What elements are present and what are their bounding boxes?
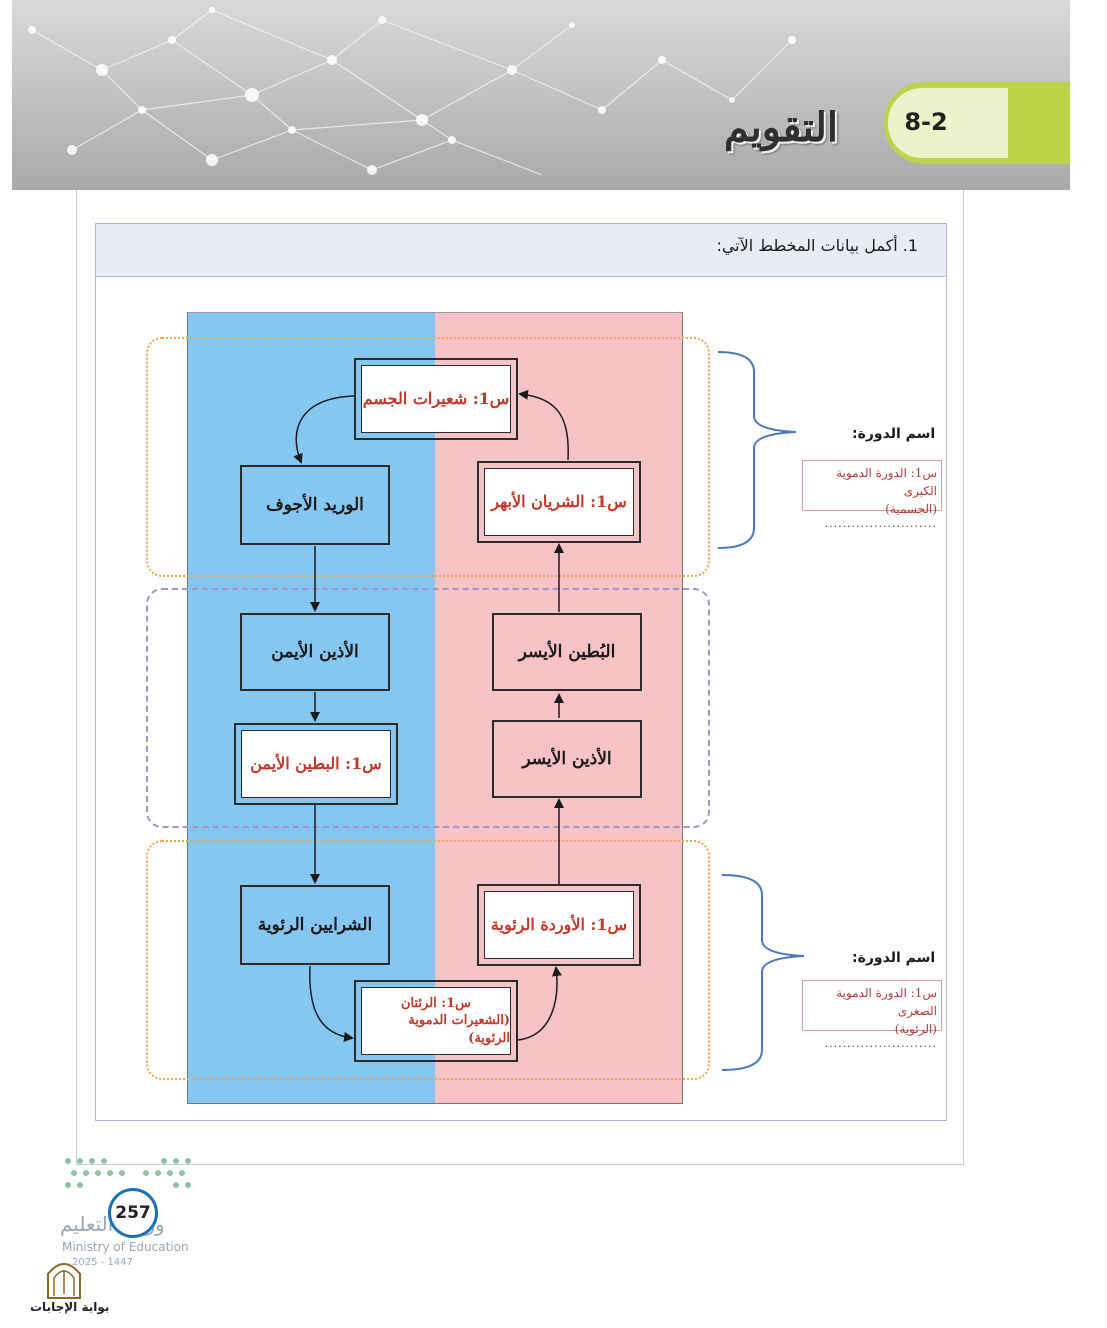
answer-lungs-line1: س1: الرئتان xyxy=(400,995,472,1011)
cycle-answer-systemic: س1: الدورة الدموية الكبرى (الجسمية) ....… xyxy=(802,460,942,529)
box-aorta: س1: الشريان الأبهر xyxy=(477,461,641,543)
cycle-answer-systemic-line2: (الجسمية) xyxy=(885,502,937,516)
answer-aorta: س1: الشريان الأبهر xyxy=(484,468,634,536)
box-left-atrium: الأذين الأيسر xyxy=(492,720,642,798)
answer-lungs: س1: الرئتان (الشعيرات الدموية الرئوية) xyxy=(361,987,511,1055)
answer-pulmonary-veins: س1: الأوردة الرئوية xyxy=(484,891,634,959)
network-pattern-graphic xyxy=(28,7,796,176)
brace-systemic xyxy=(717,351,797,549)
answer-right-ventricle: س1: البطين الأيمن xyxy=(241,730,391,798)
box-vena-cava: الوريد الأجوف xyxy=(240,465,390,545)
heart-region-frame xyxy=(146,588,710,828)
edition-year: 2025 - 1447 xyxy=(72,1257,133,1268)
deoxygenated-column xyxy=(188,312,435,1104)
systemic-cycle-frame xyxy=(146,337,710,577)
ministry-logo-dots xyxy=(65,1158,191,1188)
header-banner: التقويم 8-2 xyxy=(12,0,1070,190)
section-number: 8-2 xyxy=(904,108,948,136)
cycle-answer-pulmonary: س1: الدورة الدموية الصغرى (الرئوية) ....… xyxy=(802,980,942,1049)
box-left-ventricle: البُطين الأيسر xyxy=(492,613,642,691)
question-header: 1. أكمل بيانات المخطط الآتي: xyxy=(96,224,946,277)
cycle-answer-systemic-dots: ......................... xyxy=(824,517,937,530)
pulmonary-cycle-frame xyxy=(146,840,710,1080)
question-box xyxy=(95,223,947,1121)
diagram-border xyxy=(187,312,683,1104)
content-frame xyxy=(76,190,964,1165)
section-tab-inner xyxy=(888,88,1008,158)
ministry-name-english: Ministry of Education xyxy=(62,1240,189,1254)
cycle-label-pulmonary: اسم الدورة: xyxy=(852,950,936,966)
answer-lungs-line2: (الشعيرات الدموية الرئوية) xyxy=(408,1013,510,1046)
cycle-label-systemic: اسم الدورة: xyxy=(852,426,936,442)
cycle-answer-systemic-line1: س1: الدورة الدموية الكبرى xyxy=(836,466,937,498)
cycle-answer-pulmonary-line2: (الرئوية) xyxy=(894,1022,937,1036)
cycle-answer-pulmonary-line1: س1: الدورة الدموية الصغرى xyxy=(836,986,937,1018)
box-pulmonary-veins: س1: الأوردة الرئوية xyxy=(477,884,641,966)
box-pulmonary-arteries: الشرايين الرئوية xyxy=(240,885,390,965)
cycle-answer-pulmonary-dots: ......................... xyxy=(824,1037,937,1050)
question-text: 1. أكمل بيانات المخطط الآتي: xyxy=(716,236,918,255)
box-body-capillaries: س1: شعيرات الجسم xyxy=(354,358,518,440)
brace-pulmonary xyxy=(721,874,805,1071)
portal-logo-icon xyxy=(47,1263,81,1299)
page-title: التقويم xyxy=(723,104,838,151)
box-right-atrium: الأذين الأيمن xyxy=(240,613,390,691)
box-lungs: س1: الرئتان (الشعيرات الدموية الرئوية) xyxy=(354,980,518,1062)
portal-label: بوابة الإجابات xyxy=(30,1300,110,1314)
box-right-ventricle: س1: البطين الأيمن xyxy=(234,723,398,805)
answer-body-capillaries: س1: شعيرات الجسم xyxy=(361,365,511,433)
page-number: 257 xyxy=(108,1188,158,1238)
